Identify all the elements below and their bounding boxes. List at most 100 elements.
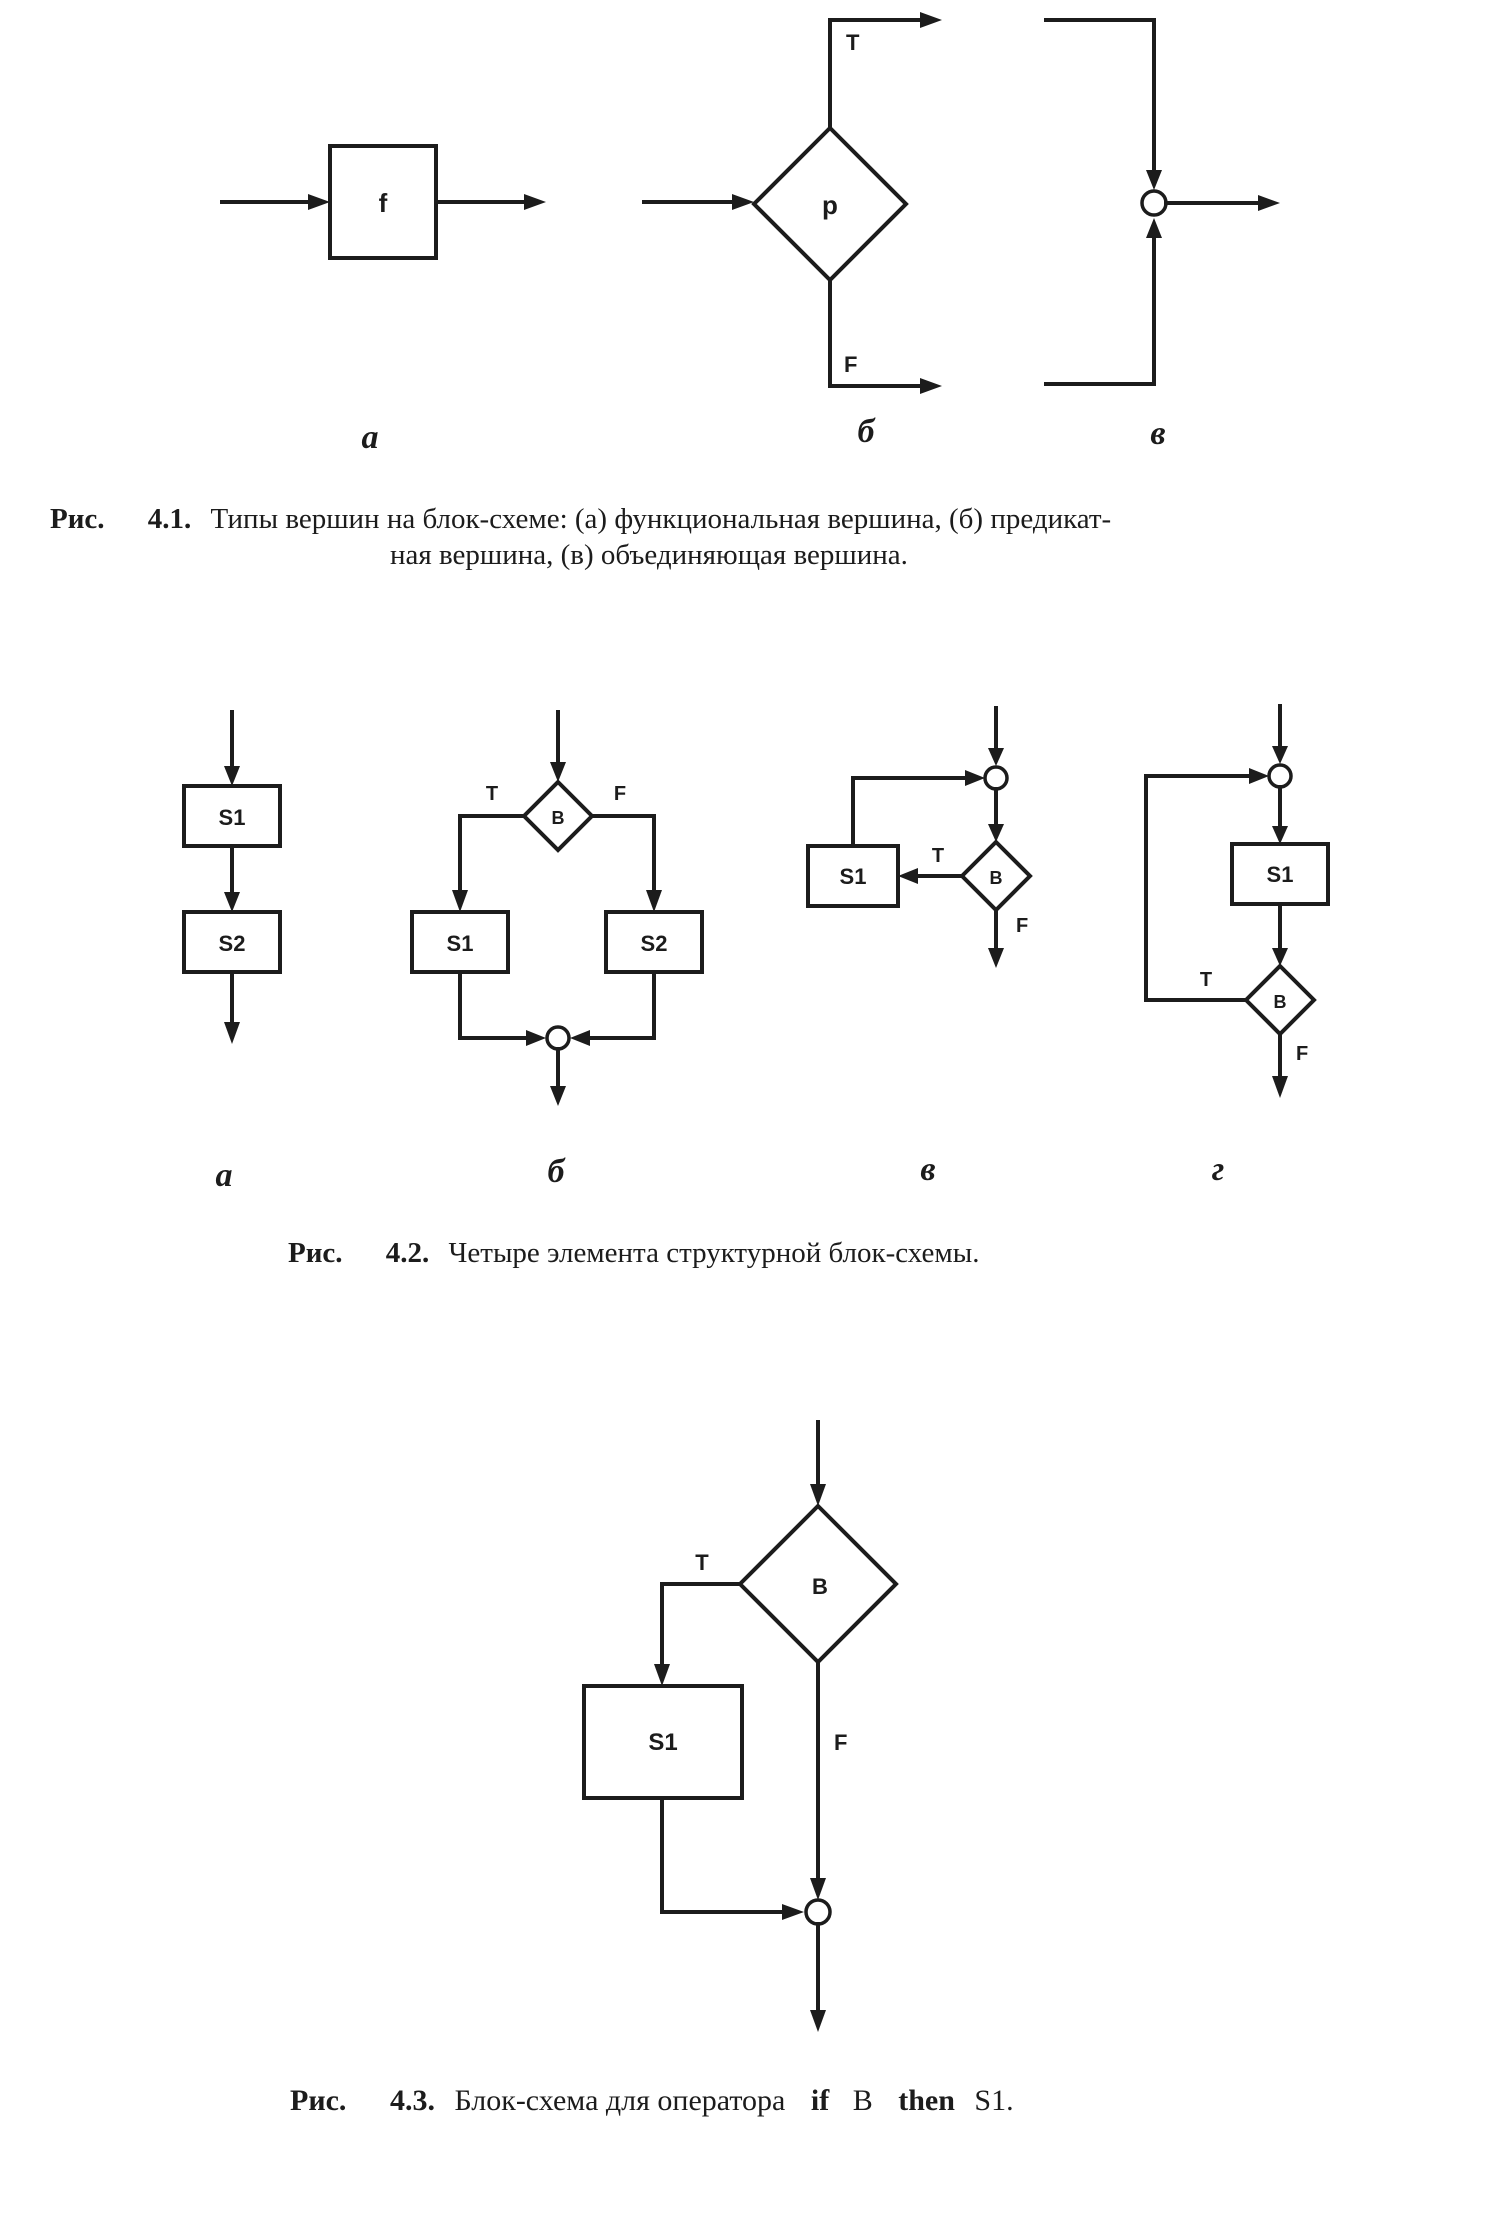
caption-number: 4.1.	[148, 503, 192, 535]
arrow-head-icon	[1146, 218, 1162, 238]
true-label: T	[695, 1550, 709, 1575]
bottom-incoming-edge	[1044, 238, 1156, 386]
join-vertex-circle	[1267, 763, 1293, 789]
repeat-loop-diagram: S1 B T F	[1144, 704, 1330, 1098]
function-vertex-label: f	[379, 188, 388, 218]
loop-back-edge	[851, 776, 972, 848]
right-merge-edge	[584, 970, 656, 1040]
caption-4-3: Рис. 4.3. Блок-схема для оператора if B …	[290, 2084, 1014, 2117]
arrow-head-icon	[224, 766, 240, 786]
caption-number: 4.2.	[386, 1237, 430, 1269]
true-label: T	[932, 845, 944, 867]
figure-4-3: B T S1 F Рис. 4.3. Блок-схема для операт…	[290, 1420, 1014, 2117]
arrow-head-icon	[1272, 948, 1288, 966]
caption-keyword-if: if	[811, 2084, 830, 2117]
caption-prefix: Рис.	[50, 503, 105, 535]
arrow-head-icon	[988, 824, 1004, 842]
s2-box	[182, 910, 282, 974]
arrow-head-icon	[1258, 195, 1280, 211]
true-branch-edge	[458, 814, 526, 894]
arrow-head-icon	[526, 1030, 546, 1046]
arrow-head-icon	[782, 1904, 804, 1920]
join-vertex-circle	[804, 1898, 832, 1926]
arrow-head-icon	[452, 890, 468, 912]
sublabel-c: в	[920, 1151, 935, 1188]
caption-number: 4.3.	[390, 2084, 435, 2117]
arrow-head-icon	[308, 194, 330, 210]
arrow-head-icon	[1249, 768, 1269, 784]
figure-4-2: S1 S2 B T F S1 S2	[182, 704, 1330, 1269]
condition-label: B	[990, 868, 1003, 888]
false-label: F	[1296, 1043, 1308, 1065]
s1-label: S1	[1267, 862, 1294, 887]
true-branch-edge	[828, 18, 922, 130]
caption-text: Блок-схема для оператора	[454, 2084, 785, 2117]
sublabel-b: б	[858, 413, 877, 450]
false-branch-edge	[590, 814, 656, 894]
false-label: F	[834, 1730, 847, 1755]
true-label: T	[1200, 969, 1212, 991]
caption-4-1-line1: Рис. 4.1. Типы вершин на блок-схеме: (а)…	[50, 503, 1111, 535]
arrow-head-icon	[1272, 1076, 1288, 1098]
arrow-head-icon	[550, 762, 566, 782]
caption-4-1-line2: ная вершина, (в) объединяющая вершина.	[390, 539, 908, 571]
false-label: F	[614, 783, 626, 805]
join-vertex-circle	[1140, 189, 1168, 217]
true-label: T	[486, 783, 498, 805]
caption-keyword-then: then	[898, 2084, 955, 2117]
s1-label: S1	[840, 864, 867, 889]
join-vertex-circle	[983, 765, 1009, 791]
s1-label: S1	[219, 805, 246, 830]
condition-label: B	[1274, 992, 1287, 1012]
arrow-head-icon	[920, 12, 942, 28]
arrow-head-icon	[1272, 746, 1288, 764]
sublabel-a: а	[362, 419, 379, 456]
sublabel-a: а	[216, 1157, 233, 1194]
sublabel-d: г	[1212, 1151, 1225, 1188]
figure-4-1: f p T F а б в	[50, 12, 1280, 571]
arrow-head-icon	[965, 770, 985, 786]
sublabel-c: в	[1150, 415, 1165, 452]
caption-condition: B	[853, 2084, 873, 2117]
if-then-else-diagram: B T F S1 S2	[410, 710, 704, 1106]
s1-label: S1	[447, 931, 474, 956]
condition-label: B	[812, 1574, 828, 1599]
condition-diamond	[521, 779, 595, 853]
s2-label: S2	[219, 931, 246, 956]
arrow-head-icon	[732, 194, 754, 210]
s2-label: S2	[641, 931, 668, 956]
s2-box	[604, 910, 704, 974]
sublabel-b: б	[548, 1153, 567, 1190]
arrow-head-icon	[646, 890, 662, 912]
function-vertex-diagram: f	[220, 144, 546, 260]
caption-prefix: Рис.	[288, 1237, 343, 1269]
arrow-head-icon	[988, 748, 1004, 766]
true-branch-edge	[660, 1582, 742, 1666]
sequence-diagram: S1 S2	[182, 710, 282, 1044]
caption-statement: S1.	[974, 2084, 1013, 2117]
predicate-vertex-diagram: p T F	[642, 12, 942, 394]
caption-text: Типы вершин на блок-схеме: (а) функциона…	[211, 503, 1112, 535]
true-loop-back-edge	[1144, 774, 1256, 1002]
arrow-head-icon	[224, 892, 240, 912]
false-label: F	[844, 352, 857, 377]
s1-box	[582, 1684, 744, 1800]
arrow-head-icon	[1146, 170, 1162, 190]
s1-box	[1230, 842, 1330, 906]
false-label: F	[1016, 915, 1028, 937]
false-branch-edge	[828, 278, 922, 388]
arrow-head-icon	[920, 378, 942, 394]
caption-text: Четыре элемента структурной блок-схемы.	[449, 1237, 980, 1269]
left-merge-edge	[458, 970, 532, 1040]
arrow-head-icon	[524, 194, 546, 210]
join-vertex-circle	[545, 1025, 571, 1051]
arrow-head-icon	[898, 868, 918, 884]
arrow-head-icon	[224, 1022, 240, 1044]
predicate-vertex-label: p	[822, 190, 838, 220]
condition-label: B	[552, 808, 565, 828]
while-loop-diagram: B T S1 F	[806, 706, 1033, 968]
s1-box	[182, 784, 282, 848]
join-vertex-diagram	[1044, 18, 1280, 386]
arrow-head-icon	[654, 1664, 670, 1686]
